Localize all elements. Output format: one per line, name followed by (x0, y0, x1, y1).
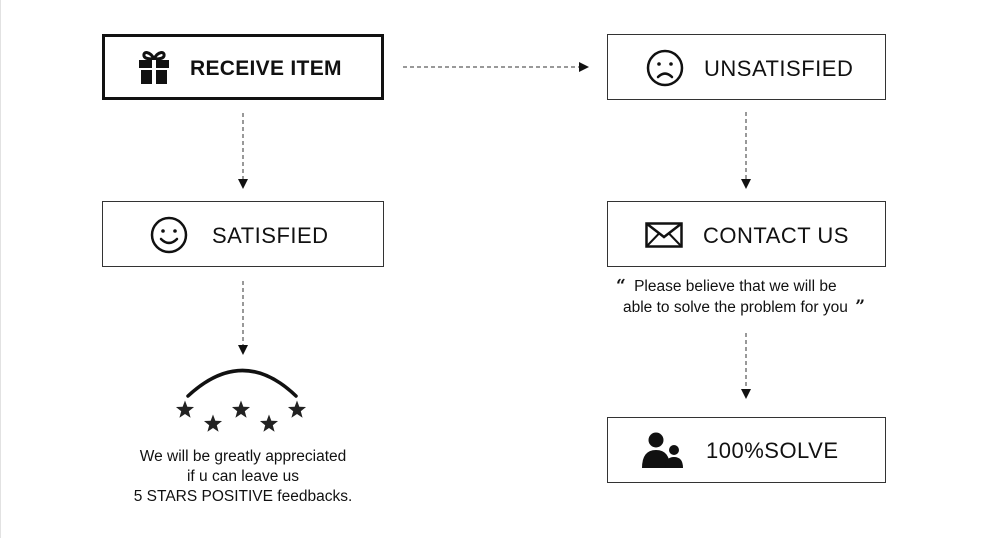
sad-face-icon (646, 49, 684, 87)
contact-quote: “ Please believe that we will be able to… (616, 276, 886, 318)
unsatisfied-label: UNSATISFIED (704, 56, 854, 81)
contact-quote-line1: “ Please believe that we will be (616, 276, 886, 297)
satisfied-box: SATISFIED (102, 201, 384, 267)
star-icon (287, 400, 307, 418)
satisfied-note-line1: We will be greatly appreciated (139, 448, 347, 465)
solve-box: 100%SOLVE (607, 417, 886, 483)
receive-item-label: RECEIVE ITEM (190, 57, 342, 80)
satisfied-label: SATISFIED (212, 223, 329, 248)
people-icon (642, 432, 683, 468)
contact-us-label: CONTACT US (703, 223, 849, 248)
contact-us-box: CONTACT US (607, 201, 886, 267)
star-icon (175, 400, 195, 418)
close-quote-mark: ” (855, 297, 865, 317)
star-icon (203, 414, 223, 432)
satisfied-note: We will be greatly appreciated if u can … (115, 447, 371, 507)
star-icon (231, 400, 251, 418)
envelope-icon (645, 222, 683, 248)
left-border (0, 0, 1, 538)
satisfied-note-line3: 5 STARS POSITIVE feedbacks. (133, 488, 353, 505)
solve-label: 100%SOLVE (706, 438, 839, 463)
receive-item-box: RECEIVE ITEM (102, 34, 384, 100)
satisfied-note-line2: if u can leave us (186, 468, 299, 485)
contact-quote-line2: able to solve the problem for you ” (623, 297, 886, 318)
open-quote-mark: “ (616, 276, 626, 296)
contact-quote-text-2: able to solve the problem for you (623, 299, 848, 316)
contact-quote-text-1: Please believe that we will be (634, 278, 837, 295)
rating-arc (186, 368, 298, 398)
gift-icon (139, 51, 169, 84)
star-icon (259, 414, 279, 432)
smiley-face-icon (150, 216, 188, 254)
unsatisfied-box: UNSATISFIED (607, 34, 886, 100)
